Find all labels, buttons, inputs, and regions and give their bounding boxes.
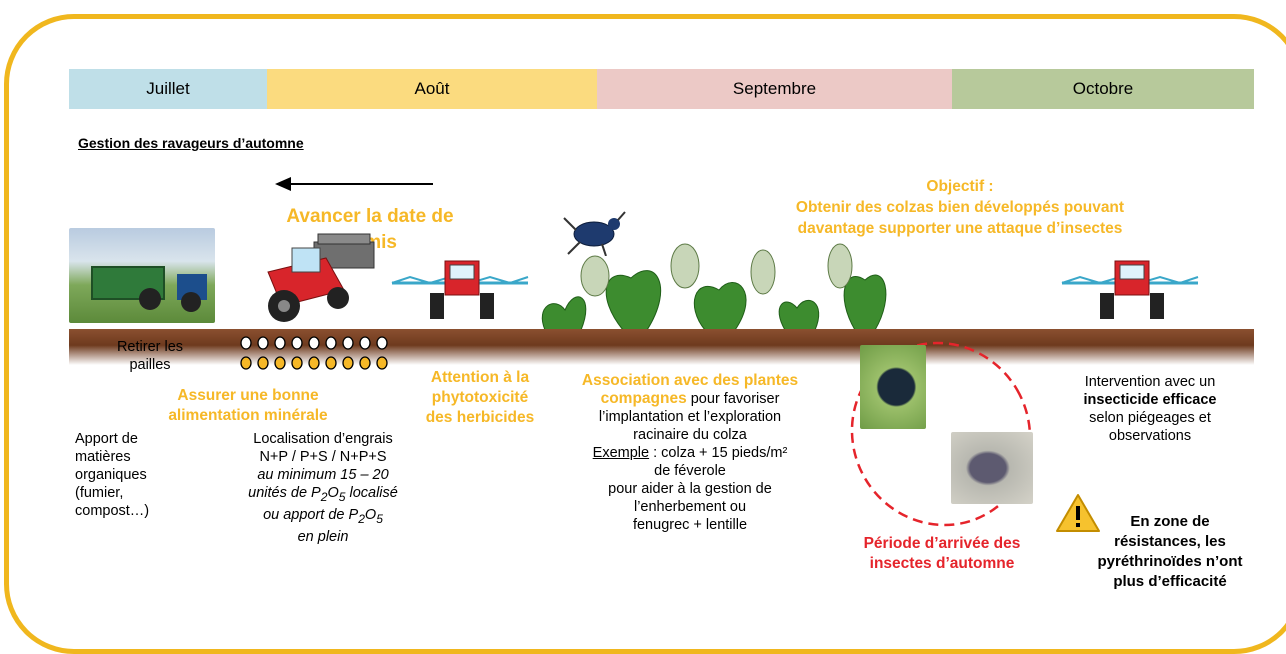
fertilizer-line: au minimum 15 – 20: [257, 467, 389, 483]
arrival-line: insectes d’automne: [869, 555, 1015, 572]
straw-line: Retirer les: [116, 339, 184, 355]
phyto-line: phytotoxicité: [431, 389, 529, 406]
arrival-line: Période d’arrivée des: [863, 535, 1021, 552]
association-line: pour aider à la gestion de: [608, 481, 772, 497]
flea-beetle-photo: [860, 345, 926, 429]
objective-line: Obtenir des colzas bien développés pouva…: [795, 199, 1125, 216]
tractor-wheel: [181, 292, 201, 312]
organic-line: (fumier,: [75, 485, 124, 501]
resistance-text: En zone de résistances, les pyréthrinoïd…: [1080, 512, 1260, 592]
organic-line: Apport de: [75, 431, 138, 447]
fertilizer-line: en plein: [297, 528, 349, 545]
beetle-icon: [563, 211, 626, 256]
resistance-line: En zone de: [1130, 513, 1210, 530]
organic-line: compost…): [75, 503, 150, 519]
month-aout: Août: [267, 69, 597, 109]
seeds-icon: [240, 336, 388, 370]
fertilizer-line: Localisation d’engrais: [253, 431, 393, 447]
objective-line: davantage supporter une attaque d’insect…: [797, 220, 1123, 237]
organic-line: organiques: [75, 467, 147, 483]
sprayer-tractor-icon: [391, 260, 529, 319]
month-timeline: Juillet Août Septembre Octobre: [69, 69, 1254, 109]
straw-line: pailles: [129, 357, 171, 373]
straw-text: Retirer les pailles: [90, 338, 210, 374]
association-line: Exemple : colza + 15 pieds/m²: [592, 445, 788, 461]
seeder-tractor-icon: [267, 233, 375, 322]
warning-icon: [1056, 494, 1100, 532]
sprayer-tractor-icon-october: [1061, 260, 1199, 319]
organic-text: Apport de matières organiques (fumier, c…: [75, 430, 205, 520]
mineral-title: Assurer une bonne alimentation minérale: [118, 386, 378, 426]
intervention-line: Intervention avec un: [1084, 374, 1216, 390]
month-septembre: Septembre: [597, 69, 952, 109]
association-text: Association avec des plantes compagnes p…: [550, 372, 830, 534]
association-line: fenugrec + lentille: [632, 517, 748, 533]
fertilizer-line: unités de P2O5 localisé: [248, 485, 398, 504]
objective-block: Objectif : Obtenir des colzas bien dével…: [720, 176, 1200, 239]
intervention-line: selon piégeages et: [1089, 410, 1211, 426]
phyto-line: des herbicides: [425, 409, 535, 426]
fertilizer-text: Localisation d’engrais N+P / P+S / N+P+S…: [228, 430, 418, 546]
phyto-warning: Attention à la phytotoxicité des herbici…: [405, 368, 555, 428]
association-title: Association avec des plantes: [581, 372, 799, 389]
association-line: racinaire du colza: [633, 427, 747, 443]
arrival-period-text: Période d’arrivée des insectes d’automne: [832, 534, 1052, 574]
objective-title: Objectif :: [926, 178, 994, 195]
intervention-text: Intervention avec un insecticide efficac…: [1055, 373, 1245, 445]
plants-icon: [541, 243, 887, 331]
resistance-line: pyréthrinoïdes n’ont: [1097, 553, 1243, 570]
association-line: l’implantation et l’exploration: [598, 409, 782, 425]
association-line: compagnes pour favoriser: [600, 390, 780, 407]
intervention-line: insecticide efficace: [1083, 392, 1217, 408]
weevil-photo: [951, 432, 1033, 504]
organic-line: matières: [75, 449, 131, 465]
resistance-line: plus d’efficacité: [1113, 573, 1227, 590]
fertilizer-line: ou apport de P2O5: [263, 506, 383, 526]
manure-spreader-photo: [69, 228, 215, 323]
phyto-line: Attention à la: [430, 369, 530, 386]
mineral-line: alimentation minérale: [168, 407, 328, 424]
association-line: l’enherbement ou: [633, 499, 747, 515]
resistance-line: résistances, les: [1114, 533, 1226, 550]
month-octobre: Octobre: [952, 69, 1254, 109]
left-arrow-icon: [275, 177, 433, 191]
fertilizer-line: N+P / P+S / N+P+S: [259, 449, 387, 465]
intervention-line: observations: [1108, 428, 1192, 444]
mineral-line: Assurer une bonne: [177, 387, 319, 404]
spreader-wheel: [139, 288, 161, 310]
association-line: de féverole: [654, 463, 726, 479]
month-juillet: Juillet: [69, 69, 267, 109]
advance-line: Avancer la date de: [286, 206, 454, 227]
section-heading: Gestion des ravageurs d’automne: [78, 135, 304, 151]
